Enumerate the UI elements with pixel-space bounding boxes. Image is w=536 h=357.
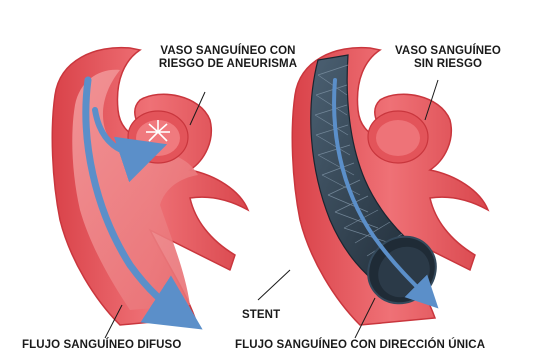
pointer-risk-vessel xyxy=(189,91,206,126)
pointer-directed-flow xyxy=(354,297,376,339)
label-safe-vessel-line2: SIN RIESGO xyxy=(413,58,483,70)
left-flow-arrow-up xyxy=(92,107,168,183)
left-flow-arrow-main xyxy=(82,76,203,330)
pointer-safe-vessel xyxy=(424,79,439,121)
healed-sac-inner xyxy=(376,120,420,156)
label-stent: STENT xyxy=(242,309,281,321)
label-safe-vessel-line1: VASO SANGUÍNEO xyxy=(395,45,501,57)
pressure-arrows xyxy=(146,120,170,142)
label-directed-flow: FLUJO SANGUÍNEO CON DIRECCIÓN ÚNICA xyxy=(235,339,486,351)
right-flow-arrow xyxy=(332,78,439,309)
pointer-lines xyxy=(104,79,439,339)
label-risk-vessel: VASO SANGUÍNEO CON RIESGO DE ANEURISMA xyxy=(143,45,313,71)
pointer-stent xyxy=(257,269,291,301)
label-diffuse-flow: FLUJO SANGUÍNEO DIFUSO xyxy=(22,339,182,351)
label-risk-vessel-line2: RIESGO DE ANEURISMA xyxy=(158,58,298,70)
left-vessel-with-aneurysm xyxy=(51,46,250,330)
label-risk-vessel-line1: VASO SANGUÍNEO CON xyxy=(160,45,296,57)
label-safe-vessel: VASO SANGUÍNEO SIN RIESGO xyxy=(388,45,508,71)
pointer-diffuse-flow xyxy=(104,304,123,339)
right-vessel-with-stent xyxy=(291,46,490,326)
